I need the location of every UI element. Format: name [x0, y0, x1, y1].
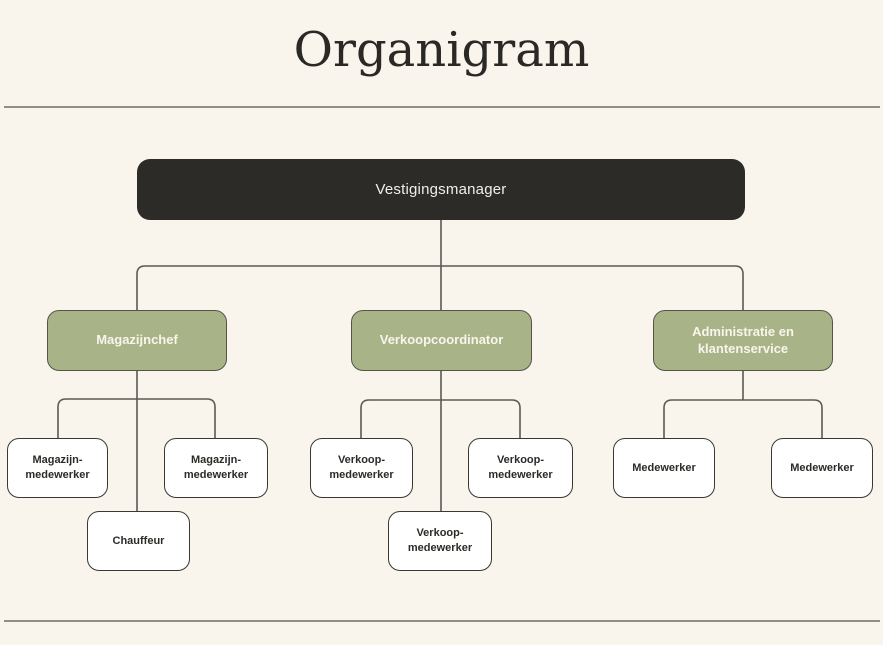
- header-divider: [4, 106, 880, 108]
- footer-divider: [4, 620, 880, 622]
- node-medewerker-2: Medewerker: [771, 438, 873, 498]
- node-verkoopcoordinator: Verkoopcoordinator: [351, 310, 532, 371]
- node-medewerker-1: Medewerker: [613, 438, 715, 498]
- node-magazijn-medewerker-2: Magazijn-medewerker: [164, 438, 268, 498]
- node-magazijn-medewerker-1: Magazijn-medewerker: [7, 438, 108, 498]
- node-magazijnchef: Magazijnchef: [47, 310, 227, 371]
- node-verkoop-medewerker-3: Verkoop-medewerker: [388, 511, 492, 571]
- node-chauffeur: Chauffeur: [87, 511, 190, 571]
- node-verkoop-medewerker-1: Verkoop-medewerker: [310, 438, 413, 498]
- node-administratie-en-klantenservice: Administratie en klantenservice: [653, 310, 833, 371]
- node-vestigingsmanager: Vestigingsmanager: [137, 159, 745, 220]
- node-verkoop-medewerker-2: Verkoop-medewerker: [468, 438, 573, 498]
- page-title: Organigram: [293, 22, 590, 78]
